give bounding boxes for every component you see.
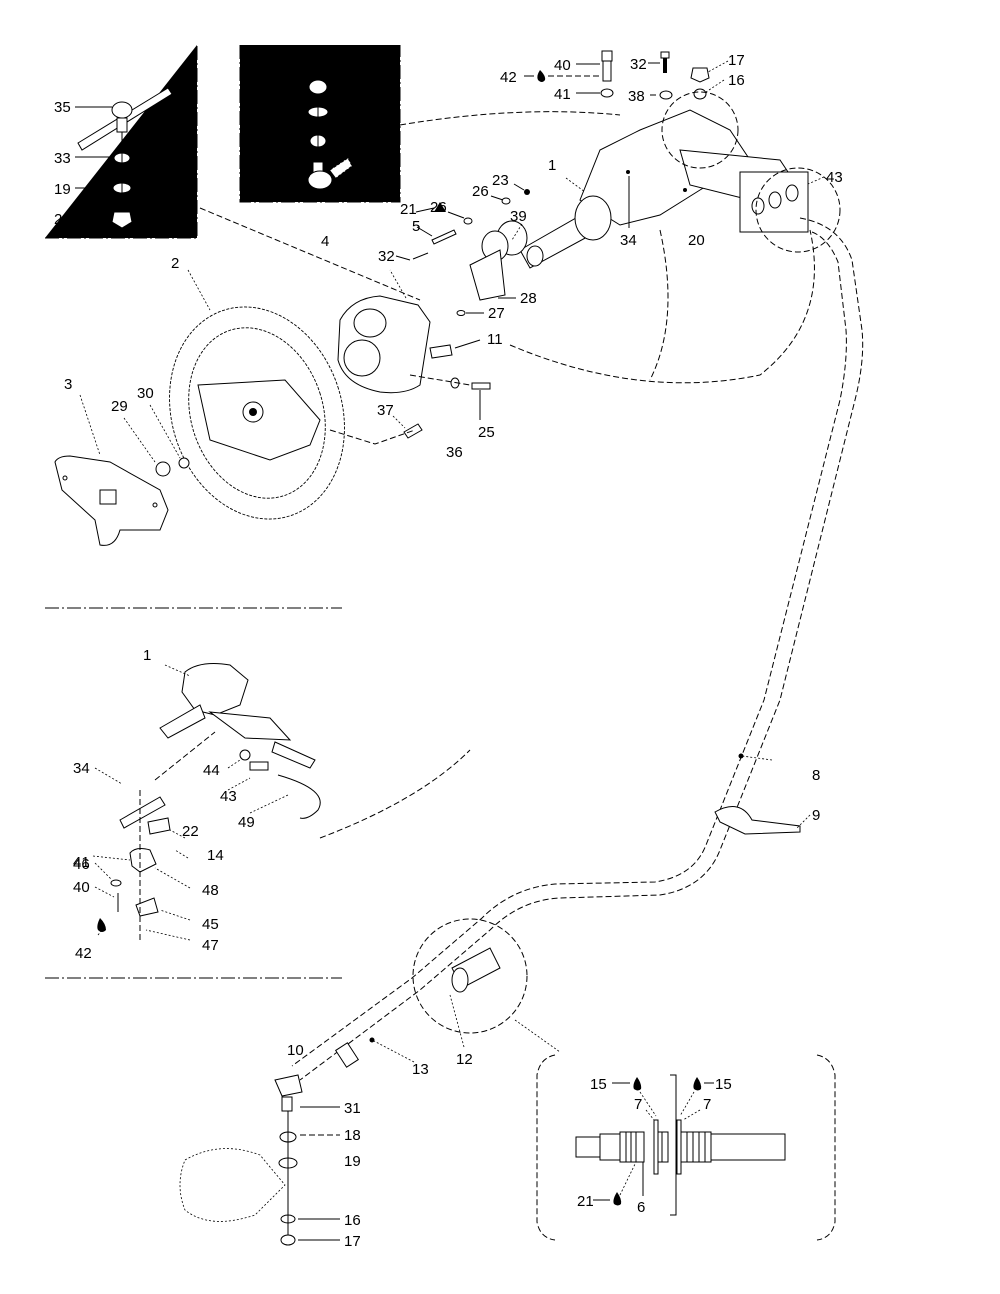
detail-circle <box>755 167 841 253</box>
callout-46: 46 <box>73 856 90 873</box>
cable-detail-box <box>536 1054 836 1241</box>
callout-26: 26 <box>472 183 489 200</box>
top-hardware <box>537 50 710 100</box>
callout-11: 11 <box>487 331 503 348</box>
callout-16: 16 <box>344 1212 361 1229</box>
helm-hardware <box>412 189 530 316</box>
leader-line <box>154 731 216 781</box>
inset-top-center-frame <box>239 45 401 203</box>
callout-38: 38 <box>628 88 645 105</box>
callout-33: 33 <box>54 150 71 167</box>
callout-32: 32 <box>378 248 395 265</box>
callout-13: 13 <box>412 1061 429 1078</box>
callout-30: 30 <box>137 385 154 402</box>
leader-line <box>199 207 421 301</box>
cable-fitting <box>274 947 501 1097</box>
inset-cable-end <box>307 79 353 190</box>
callout-44: 44 <box>203 762 220 779</box>
callout-18: 18 <box>252 134 269 151</box>
callout-36: 36 <box>446 444 463 461</box>
wheel-hardware <box>155 344 491 477</box>
callout-1: 1 <box>143 647 151 664</box>
callout-8: 8 <box>165 121 173 138</box>
callout-45: 45 <box>202 916 219 933</box>
steering-wheel <box>169 306 345 520</box>
callout-10: 10 <box>287 1042 304 1059</box>
nozzle-hardware <box>179 1096 298 1246</box>
helm-assembly <box>469 109 809 301</box>
callout-15: 15 <box>590 1076 607 1093</box>
callout-47: 47 <box>202 937 219 954</box>
callout-23: 23 <box>492 172 509 189</box>
callout-25: 25 <box>478 424 495 441</box>
callout-39: 39 <box>510 208 527 225</box>
callout-31: 31 <box>252 169 269 186</box>
callout-10: 10 <box>341 119 358 136</box>
callout-34: 34 <box>73 760 90 777</box>
leader-curve <box>509 229 815 384</box>
callout-31: 31 <box>344 1100 361 1117</box>
callout-20: 20 <box>688 232 705 249</box>
inset-top-left-frame <box>45 45 198 239</box>
callout-3: 3 <box>64 376 72 393</box>
callout-16: 16 <box>728 72 745 89</box>
callout-32: 32 <box>630 56 647 73</box>
callout-48: 48 <box>202 882 219 899</box>
callout-8: 8 <box>368 109 376 126</box>
callout-42: 42 <box>500 69 517 86</box>
callout-17: 17 <box>252 79 269 96</box>
callout-42: 42 <box>75 945 92 962</box>
dash-pod <box>337 295 431 394</box>
callout-40: 40 <box>554 57 571 74</box>
callout-35: 35 <box>54 99 71 116</box>
callout-27: 27 <box>488 305 505 322</box>
callout-12: 12 <box>456 1051 473 1068</box>
callout-17: 17 <box>344 1233 361 1250</box>
callout-6: 6 <box>637 1199 645 1216</box>
callout-9: 9 <box>812 807 820 824</box>
detail-circle <box>661 91 739 169</box>
callout-15: 15 <box>715 1076 732 1093</box>
detail-circle <box>412 918 528 1034</box>
callout-16: 16 <box>252 105 269 122</box>
callout-21: 21 <box>400 201 417 218</box>
inset-helm-variant <box>97 663 321 932</box>
callout-43: 43 <box>826 169 843 186</box>
callout-40: 40 <box>73 879 90 896</box>
leader-line <box>329 429 416 445</box>
inset-tee-fitting <box>77 87 173 229</box>
callout-7: 7 <box>703 1096 711 1113</box>
callout-21: 21 <box>577 1193 594 1210</box>
callout-17: 17 <box>728 52 745 69</box>
callout-41: 41 <box>554 86 571 103</box>
leader-curve <box>399 111 621 126</box>
callout-14: 14 <box>207 847 224 864</box>
callout-29: 29 <box>111 398 128 415</box>
callout-4: 4 <box>321 233 329 250</box>
callout-28: 28 <box>520 290 537 307</box>
callout-5: 5 <box>412 218 420 235</box>
leader-line <box>409 374 471 386</box>
callout-8: 8 <box>812 767 820 784</box>
callout-24: 24 <box>54 211 71 228</box>
center-cover <box>54 455 169 546</box>
leader-curve <box>649 229 669 381</box>
callout-1: 1 <box>548 157 556 174</box>
callout-7: 7 <box>634 1096 642 1113</box>
callout-49: 49 <box>238 814 255 831</box>
callout-37: 37 <box>377 402 394 419</box>
callout-41: 41 <box>73 854 90 871</box>
callout-18: 18 <box>344 1127 361 1144</box>
callout-22: 22 <box>182 823 199 840</box>
callout-43: 43 <box>220 788 237 805</box>
callout-19: 19 <box>344 1153 361 1170</box>
callout-26: 26 <box>430 199 447 216</box>
steering-cable <box>291 217 864 1081</box>
callout-34: 34 <box>620 232 637 249</box>
callout-19: 19 <box>54 181 71 198</box>
leader-curve <box>319 749 471 839</box>
callout-2: 2 <box>171 255 179 272</box>
